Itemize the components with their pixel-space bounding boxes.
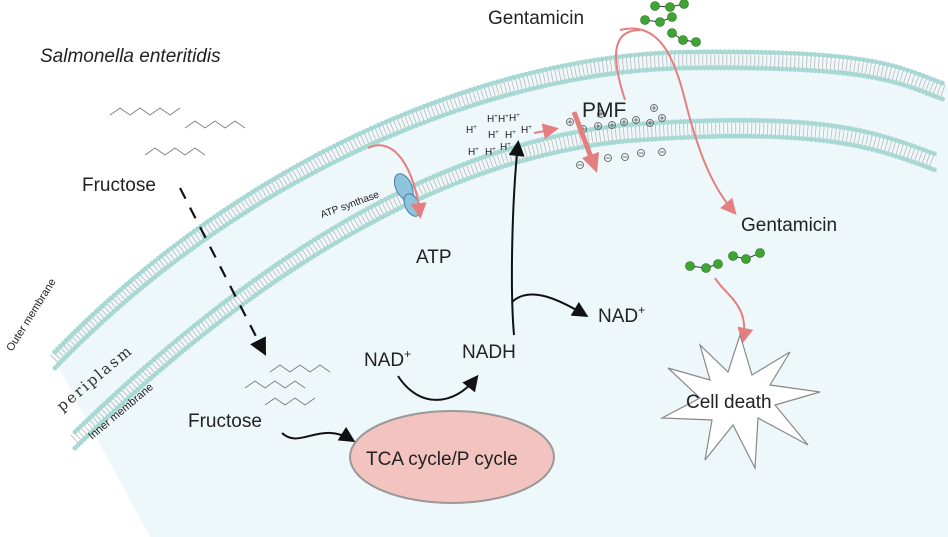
organism-name: Salmonella enteritidis (40, 46, 221, 67)
svg-text:H+: H+ (505, 130, 516, 141)
tca-cycle (349, 410, 555, 504)
svg-text:H+: H+ (498, 114, 509, 125)
negative-charge-icon (604, 154, 612, 162)
gentamicin-molecule (667, 28, 701, 47)
svg-text:H+: H+ (488, 130, 499, 141)
positive-charge-icon (597, 110, 605, 118)
pmf-arrowhead (582, 152, 599, 173)
nad-label-left: NAD+ (364, 347, 411, 371)
gentamicin-molecule (728, 248, 765, 264)
negative-charge-icon (576, 161, 584, 169)
pmf-arrow (571, 111, 595, 161)
proton-to-pmf-arrow (533, 123, 559, 140)
outer-membrane (49, 49, 948, 371)
atp-label: ATP (416, 247, 452, 268)
negative-charge-icon (637, 149, 645, 157)
positive-charge-icon (658, 114, 666, 122)
gentamicin-entry-arrow-left (615, 29, 641, 101)
nadh-to-proton-arrow (508, 140, 525, 336)
gentamicin-entry-arrow (619, 27, 737, 216)
fructose-structure-inside (244, 364, 331, 406)
positive-charge-icon (594, 122, 602, 130)
gentamicin-label-inside: Gentamicin (741, 215, 837, 236)
gentamicin-molecule (685, 259, 723, 273)
lipid-heads (52, 49, 948, 355)
lipid-heads (52, 65, 948, 371)
svg-text:H+: H+ (468, 147, 479, 158)
negative-charge-icon (658, 148, 666, 156)
fructose-structure-outside (109, 107, 246, 156)
lipid-heads (72, 133, 938, 451)
negative-charge-icon (621, 153, 629, 161)
proton-flow-arrow (367, 144, 427, 219)
atp-synthase (393, 173, 421, 217)
cell-death-label: Cell death (686, 392, 772, 413)
lipid-heads (72, 117, 938, 435)
svg-text:H+: H+ (485, 147, 496, 158)
nadh-to-nad-arrow (511, 293, 589, 318)
pmf-label: PMF (582, 99, 626, 122)
positive-charge-icon (632, 116, 640, 124)
positive-charge-icon (650, 104, 658, 112)
nad-to-nadh-arrow (397, 374, 479, 401)
fructose-transport-arrow (179, 187, 267, 356)
gentamicin-molecule (640, 12, 677, 27)
svg-text:H+: H+ (521, 125, 532, 136)
proton-cluster: H+ H+ H+ H+ H+ H+ H+ H+ H+ H+ (466, 113, 532, 158)
svg-text:H+: H+ (466, 125, 477, 136)
svg-text:H+: H+ (509, 113, 520, 124)
positive-charge-icon (646, 119, 654, 127)
inner-membrane (70, 117, 938, 451)
gentamicin-to-death-arrow (714, 277, 754, 344)
positive-charge-icon (566, 118, 574, 126)
fructose-label-outside: Fructose (82, 175, 156, 196)
nadh-label: NADH (462, 342, 516, 363)
gentamicin-label-outside: Gentamicin (488, 8, 584, 29)
positive-charge-icon (620, 118, 628, 126)
nad-label-right: NAD+ (598, 303, 645, 327)
outer-membrane-label: Outer membrane (4, 277, 58, 354)
cell-death-burst (659, 332, 821, 471)
fructose-label-inside: Fructose (188, 411, 262, 432)
lipid-tails (49, 52, 948, 365)
tca-label: TCA cycle/P cycle (366, 449, 518, 470)
gentamicin-molecule (650, 0, 689, 12)
gentamicin-molecules (640, 0, 765, 273)
positive-charge-icon (608, 121, 616, 129)
svg-text:H+: H+ (487, 114, 498, 125)
fructose-to-tca-arrow (281, 426, 356, 443)
